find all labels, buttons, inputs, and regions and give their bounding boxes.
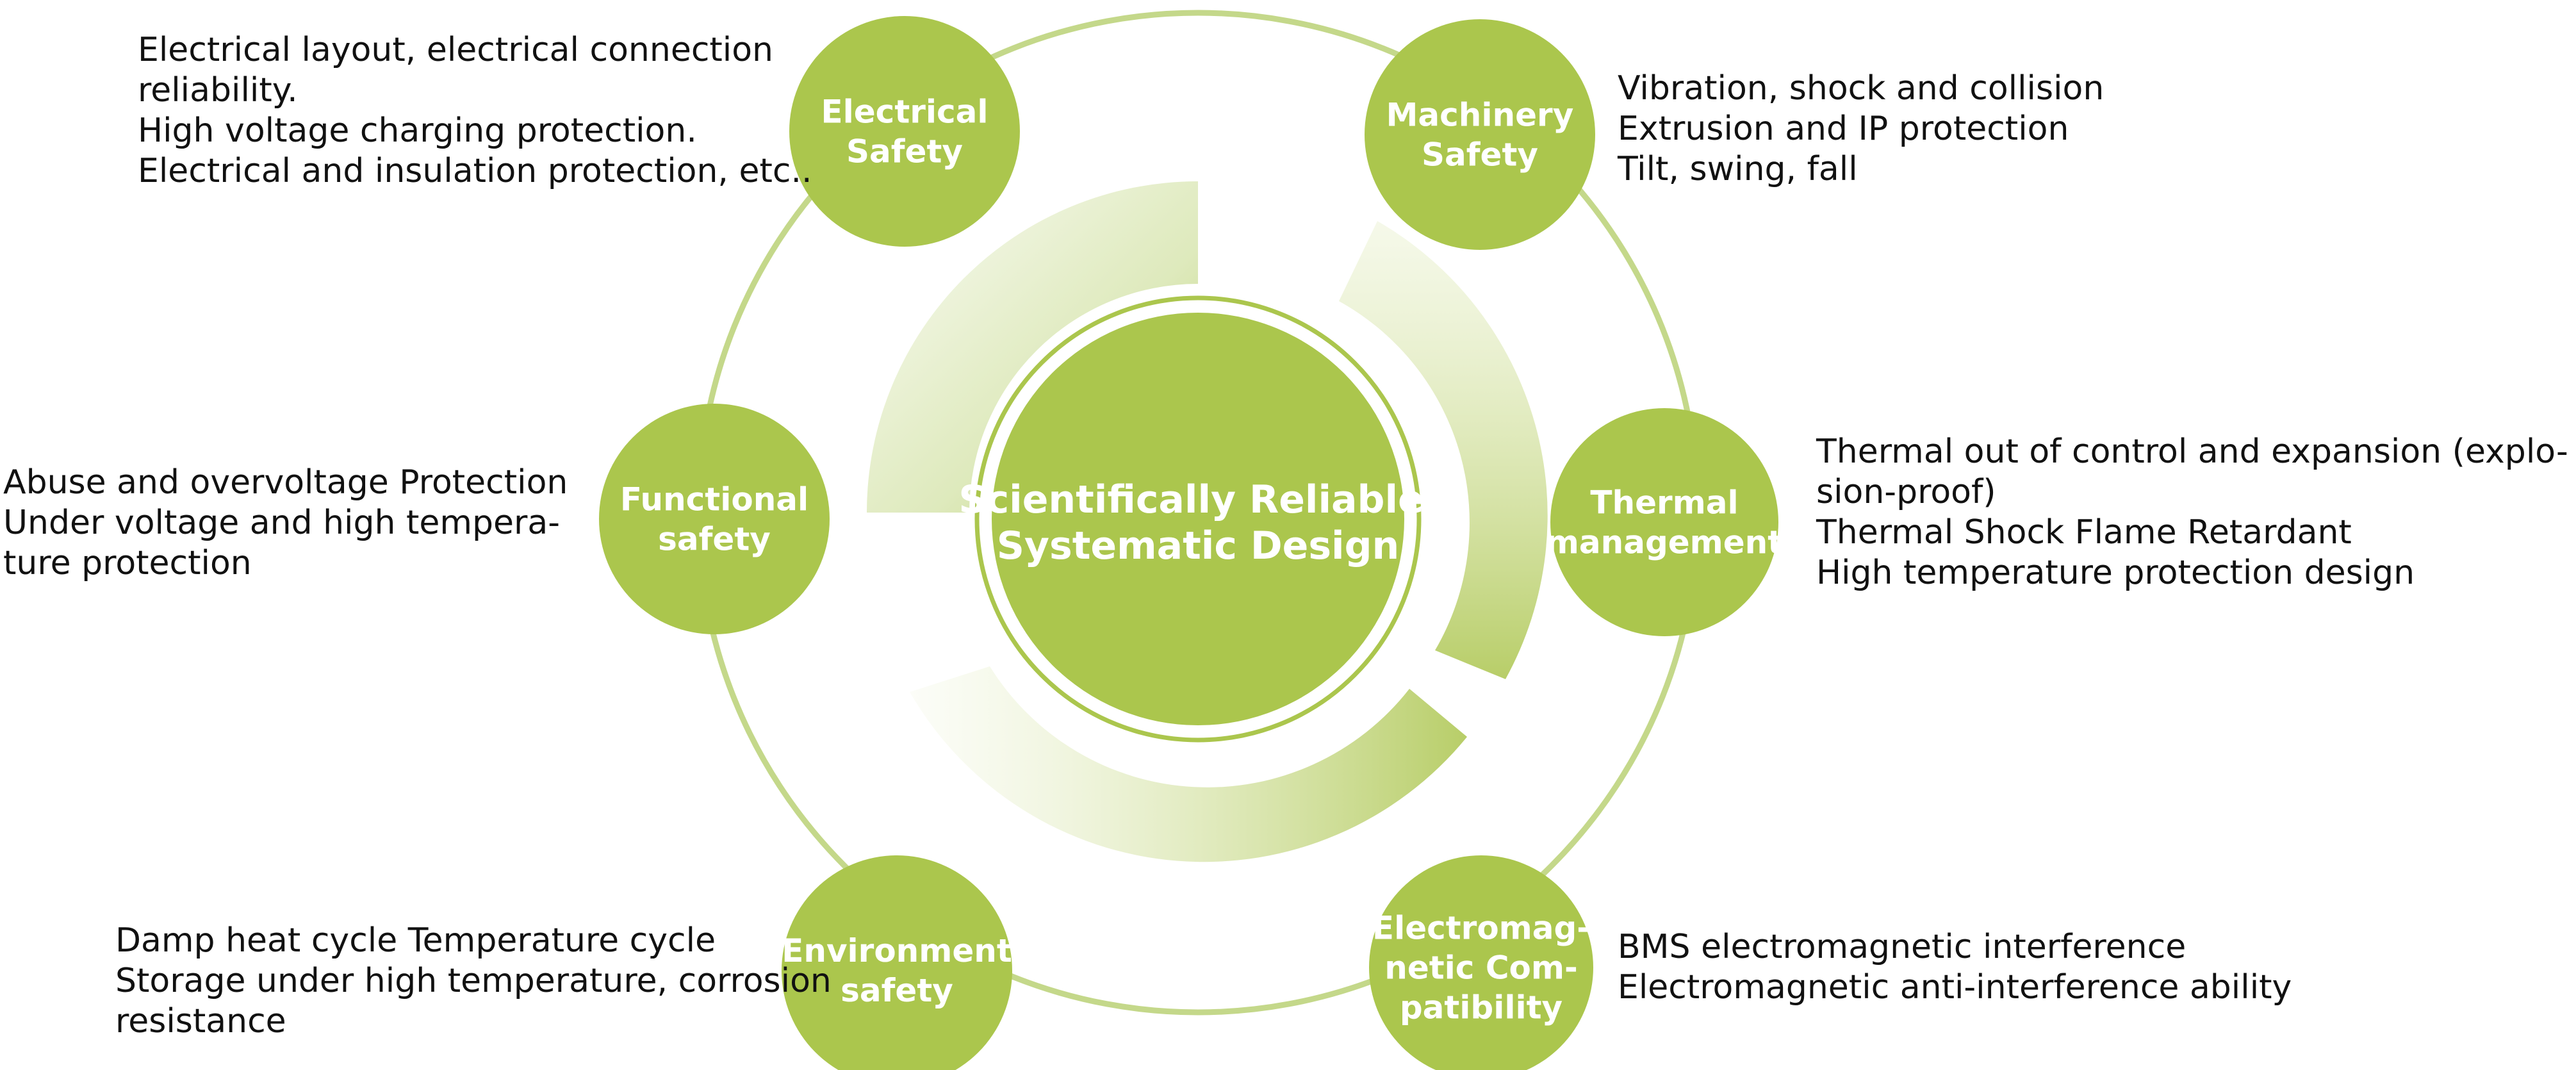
thermal-management-bubble	[1550, 408, 1778, 636]
center-circle	[992, 313, 1404, 725]
machinery-safety-bubble	[1365, 19, 1595, 250]
arc-bottom	[910, 666, 1467, 862]
functional-safety-bubble	[599, 404, 830, 634]
electromagnetic-compatibility-label: Electromag-netic Com-patibility	[1372, 910, 1590, 1026]
electrical-safety-bubble	[789, 16, 1020, 247]
arc-left	[867, 181, 1198, 513]
arc-right	[1339, 221, 1548, 679]
electromagnetic-compatibility-bubble	[1369, 855, 1593, 1070]
environment-safety-bubble	[782, 855, 1012, 1070]
electrical-safety-description: Electrical layout, electrical connection…	[138, 31, 812, 190]
center-title: Scientifically Reliable Systematic Desig…	[958, 477, 1437, 568]
thermal-management-description: Thermal out of control and expansion (ex…	[1816, 432, 2568, 592]
